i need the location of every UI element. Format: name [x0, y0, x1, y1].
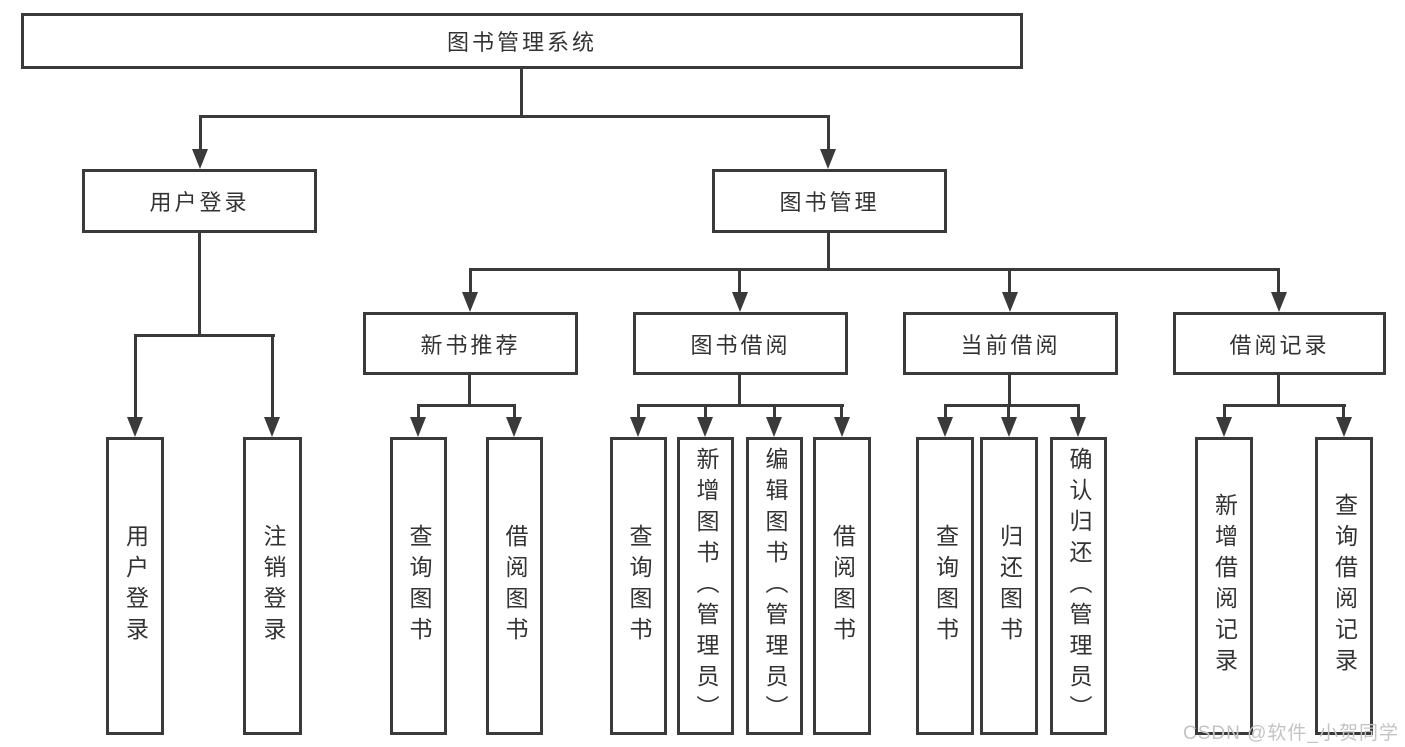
leaf-label: 查询图书 — [626, 524, 652, 648]
leaf-label: 查询图书 — [932, 524, 959, 648]
connector-line — [1008, 375, 1011, 406]
connector-line — [637, 404, 640, 419]
leaf-add-borrow-record: 新增借阅记录 — [1195, 437, 1253, 735]
connector-line — [738, 268, 741, 294]
connector-line — [469, 268, 472, 294]
arrow-down-icon — [697, 417, 713, 437]
arrow-down-icon — [127, 417, 143, 437]
connector-line — [199, 115, 830, 118]
connector-line — [1077, 404, 1080, 419]
leaf-user-login: 用户登录 — [106, 437, 164, 735]
connector-line — [513, 404, 516, 419]
leaf-borrow-book-2: 借阅图书 — [813, 437, 871, 735]
connector-line — [944, 404, 947, 419]
arrow-down-icon — [1002, 292, 1018, 312]
connector-line — [773, 404, 776, 419]
connector-line — [199, 115, 202, 151]
connector-line — [738, 375, 741, 406]
arrow-down-icon — [630, 417, 646, 437]
connector-line — [417, 404, 420, 419]
arrow-down-icon — [1001, 417, 1017, 437]
leaf-query-book-3: 查询图书 — [916, 437, 974, 735]
node-root: 图书管理系统 — [21, 13, 1023, 69]
connector-line — [637, 404, 844, 407]
arrow-down-icon — [264, 417, 280, 437]
csdn-watermark: CSDN @软件_小贺同学 — [1183, 723, 1399, 744]
arrow-down-icon — [1271, 292, 1287, 312]
leaf-label: 确认归还（管理员） — [1066, 446, 1092, 726]
arrow-down-icon — [732, 292, 748, 312]
node-new-book-recommend: 新书推荐 — [363, 312, 578, 375]
leaf-label: 查询借阅记录 — [1331, 493, 1358, 679]
connector-line — [134, 334, 275, 337]
arrow-down-icon — [410, 417, 426, 437]
leaf-return-book: 归还图书 — [980, 437, 1038, 735]
leaf-add-book-admin: 新增图书（管理员） — [677, 437, 734, 735]
arrow-down-icon — [462, 292, 478, 312]
connector-line — [1223, 404, 1226, 419]
connector-line — [1223, 404, 1346, 407]
leaf-query-borrow-record: 查询借阅记录 — [1315, 437, 1373, 735]
leaf-label: 借阅图书 — [502, 524, 528, 648]
leaf-label: 用户登录 — [122, 524, 149, 648]
arrow-down-icon — [192, 149, 208, 169]
leaf-label: 查询图书 — [406, 524, 432, 648]
connector-line — [1277, 375, 1280, 406]
node-user-login: 用户登录 — [82, 169, 317, 233]
leaf-label: 归还图书 — [996, 524, 1023, 648]
arrow-down-icon — [506, 417, 522, 437]
leaf-logout: 注销登录 — [243, 437, 302, 735]
arrow-down-icon — [834, 417, 850, 437]
connector-line — [271, 334, 274, 419]
leaf-confirm-return-admin: 确认归还（管理员） — [1050, 437, 1107, 735]
connector-line — [944, 404, 1080, 407]
leaf-query-book-1: 查询图书 — [390, 437, 447, 735]
leaf-query-book-2: 查询图书 — [610, 437, 667, 735]
node-book-management: 图书管理 — [712, 169, 947, 233]
connector-line — [198, 233, 201, 336]
connector-line — [468, 375, 471, 406]
connector-line — [417, 404, 516, 407]
leaf-label: 借阅图书 — [829, 524, 856, 648]
arrow-down-icon — [1070, 417, 1086, 437]
arrow-down-icon — [1216, 417, 1232, 437]
connector-line — [520, 69, 523, 117]
connector-line — [1277, 268, 1280, 294]
leaf-borrow-book-1: 借阅图书 — [486, 437, 543, 735]
leaf-label: 新增图书（管理员） — [693, 446, 719, 726]
leaf-label: 编辑图书（管理员） — [762, 446, 788, 726]
connector-line — [840, 404, 843, 419]
connector-line — [134, 334, 137, 419]
arrow-down-icon — [820, 149, 836, 169]
connector-line — [827, 233, 830, 271]
connector-line — [1007, 404, 1010, 419]
connector-line — [827, 115, 830, 151]
leaf-label: 新增借阅记录 — [1211, 493, 1238, 679]
arrow-down-icon — [1336, 417, 1352, 437]
connector-line — [704, 404, 707, 419]
connector-line — [1342, 404, 1345, 419]
node-current-borrow: 当前借阅 — [903, 312, 1118, 375]
node-borrow-record: 借阅记录 — [1173, 312, 1386, 375]
arrow-down-icon — [766, 417, 782, 437]
leaf-label: 注销登录 — [260, 524, 286, 648]
connector-line — [469, 268, 1280, 271]
leaf-edit-book-admin: 编辑图书（管理员） — [746, 437, 803, 735]
arrow-down-icon — [937, 417, 953, 437]
node-book-borrow: 图书借阅 — [633, 312, 848, 375]
connector-line — [1008, 268, 1011, 294]
